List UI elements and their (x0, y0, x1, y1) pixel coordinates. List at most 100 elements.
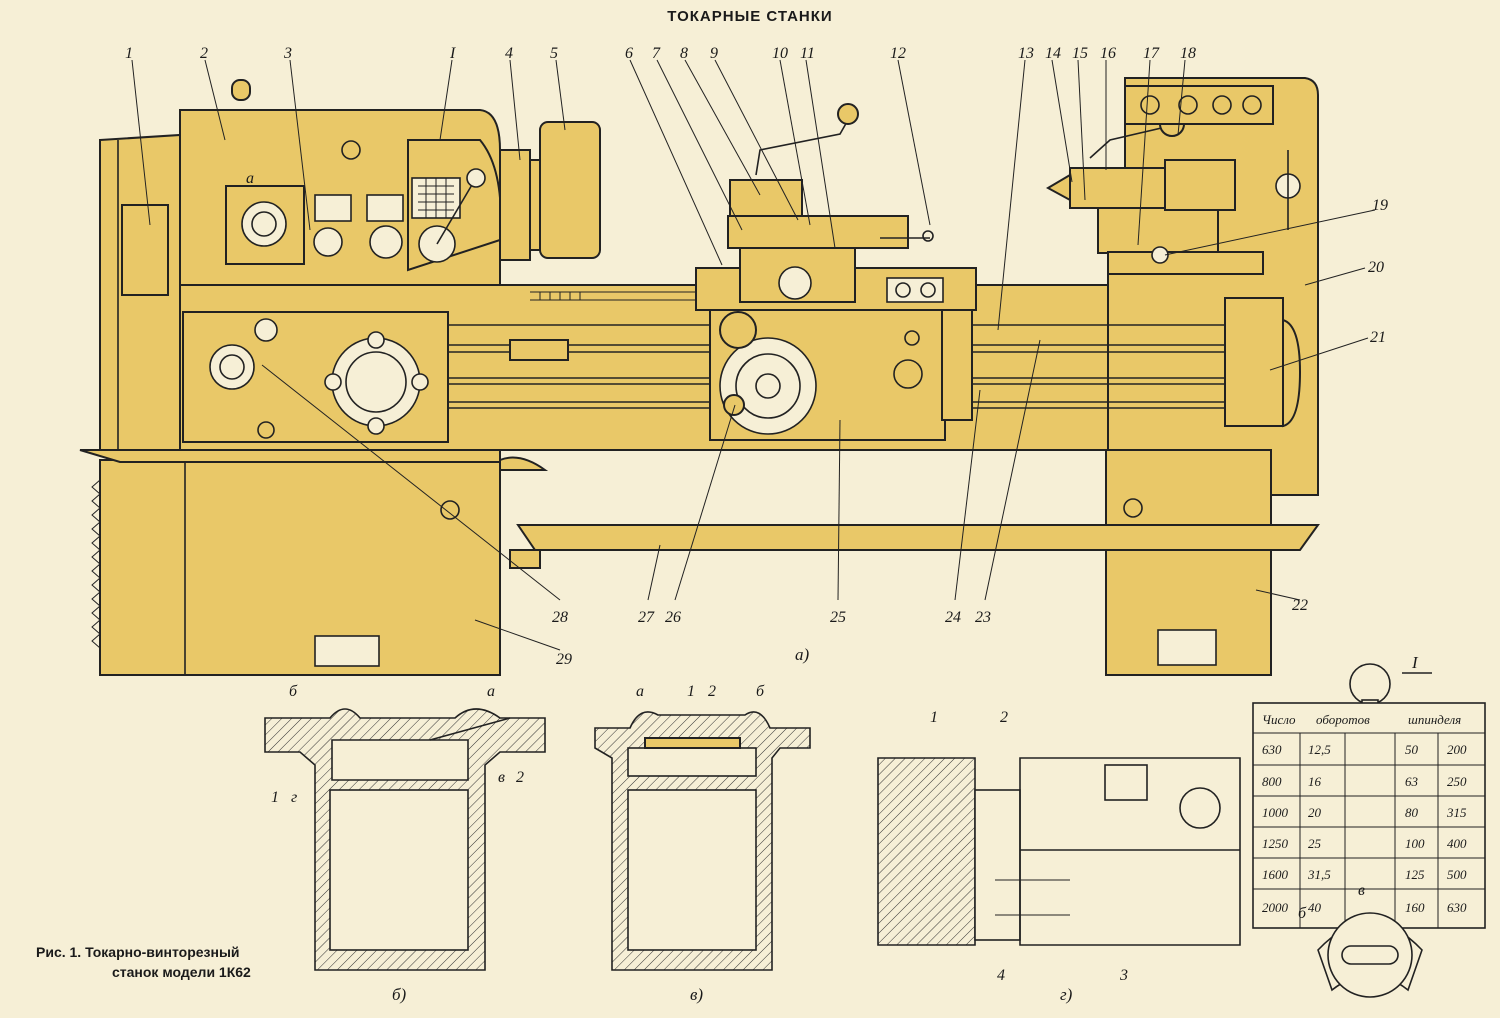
callout-3: 3 (283, 45, 292, 62)
subfig-v-label: в) (690, 985, 703, 1004)
callout-17: 17 (1143, 45, 1160, 62)
tool-post (729, 179, 803, 217)
callout-27: 27 (638, 609, 655, 626)
section-v-view: а 1 2 б в) (594, 683, 811, 1004)
callout-28: 28 (552, 609, 568, 626)
speed-cell: 12,5 (1308, 742, 1331, 757)
part-1-cover (121, 204, 169, 296)
selector-knob (1349, 663, 1391, 705)
callout-2: 2 (200, 45, 208, 62)
speed-cell: 630 (1447, 900, 1467, 915)
speed-cell: 400 (1447, 836, 1467, 851)
table-header-2: оборотов (1316, 712, 1370, 727)
callout-13: 13 (1018, 45, 1034, 62)
speed-table (1252, 702, 1486, 929)
callout-7: 7 (652, 45, 661, 62)
subfig-b-label: б) (392, 985, 407, 1004)
callout-24: 24 (945, 609, 961, 626)
lathe-main-view: 1 2 3 I 4 5 6 7 8 9 10 11 12 13 14 15 16… (79, 45, 1388, 676)
speed-cell: 25 (1308, 836, 1322, 851)
caption-line-2: станок модели 1К62 (112, 964, 251, 980)
callout-14: 14 (1045, 45, 1061, 62)
left-pedestal (99, 459, 501, 676)
subfig-g-label: г) (1060, 985, 1073, 1004)
oil-cap (231, 79, 251, 101)
callout-6: 6 (625, 45, 633, 62)
dial-mark-b: б (1298, 905, 1307, 922)
table-header-3: шпинделя (1408, 712, 1461, 727)
speed-cell: 31,5 (1307, 867, 1331, 882)
speed-cell: 1250 (1262, 836, 1289, 851)
sec-v-label-1: 1 (687, 683, 695, 700)
sec-g-label-4: 4 (997, 967, 1005, 984)
speed-cell: 630 (1262, 742, 1282, 757)
callout-9: 9 (710, 45, 718, 62)
chip-tray (516, 524, 1320, 551)
detail-I: I Число оборотов шпинделя 630 12,5 50 200 80… (1252, 653, 1486, 998)
speed-cell: 250 (1447, 774, 1467, 789)
callout-5: 5 (550, 45, 558, 62)
leader-lines (131, 59, 1376, 651)
detail-I-title: I (1411, 653, 1419, 672)
speed-cell: 1600 (1262, 867, 1289, 882)
callout-1: 1 (125, 45, 133, 62)
callout-10: 10 (772, 45, 788, 62)
speed-cell: 16 (1308, 774, 1322, 789)
spindle-pulley (539, 121, 601, 259)
speed-cell: 100 (1405, 836, 1425, 851)
callout-19: 19 (1372, 197, 1388, 214)
figure-caption: Рис. 1. Токарно-винторезный станок модел… (36, 942, 251, 982)
section-b-view: б а 1 г в 2 б) (264, 683, 546, 1004)
callout-I: I (449, 45, 456, 62)
speed-cell: 315 (1446, 805, 1467, 820)
speed-cell: 200 (1447, 742, 1467, 757)
sec-b-label-b: б (289, 683, 298, 700)
callout-15: 15 (1072, 45, 1088, 62)
callout-16: 16 (1100, 45, 1116, 62)
sec-b-label-1: 1 (271, 789, 279, 806)
sec-v-label-2: 2 (708, 683, 716, 700)
sec-v-label-b: б (756, 683, 765, 700)
end-bracket (1224, 297, 1284, 427)
callout-21: 21 (1370, 329, 1386, 346)
chip-tray-left (79, 449, 501, 463)
callout-8: 8 (680, 45, 688, 62)
speed-cell: 125 (1405, 867, 1425, 882)
sec-g-label-2: 2 (1000, 709, 1008, 726)
callout-26: 26 (665, 609, 681, 626)
speed-cell: 80 (1405, 805, 1419, 820)
speed-cell: 800 (1262, 774, 1282, 789)
sec-v-label-a: а (636, 683, 644, 700)
callout-20: 20 (1368, 259, 1384, 276)
callout-23: 23 (975, 609, 991, 626)
callout-12: 12 (890, 45, 906, 62)
section-g-view: 1 2 3 4 г) (877, 709, 1241, 1004)
subfig-a-label: а) (795, 645, 810, 664)
detail-a-label: а (246, 170, 254, 187)
sec-b-label-2: 2 (516, 769, 524, 786)
sec-g-label-3: 3 (1119, 967, 1128, 984)
speed-cell: 2000 (1262, 900, 1289, 915)
callout-29: 29 (556, 651, 572, 668)
speed-cell: 20 (1308, 805, 1322, 820)
speed-cell: 40 (1308, 900, 1322, 915)
speed-cell: 500 (1447, 867, 1467, 882)
sec-b-label-a: а (487, 683, 495, 700)
cross-slide (727, 215, 909, 249)
callout-11: 11 (800, 45, 815, 62)
speed-cell: 1000 (1262, 805, 1289, 820)
table-header-1: Число (1262, 712, 1296, 727)
speed-cell: 63 (1405, 774, 1419, 789)
sec-b-label-v: в (498, 769, 505, 786)
speed-cell: 50 (1405, 742, 1419, 757)
sec-b-label-g: г (291, 789, 297, 806)
callout-25: 25 (830, 609, 846, 626)
speed-cell: 160 (1405, 900, 1425, 915)
callout-18: 18 (1180, 45, 1196, 62)
dial-mark-v: в (1358, 882, 1365, 899)
callout-22: 22 (1292, 597, 1308, 614)
tailstock-column (1107, 77, 1319, 496)
sec-g-label-1: 1 (930, 709, 938, 726)
